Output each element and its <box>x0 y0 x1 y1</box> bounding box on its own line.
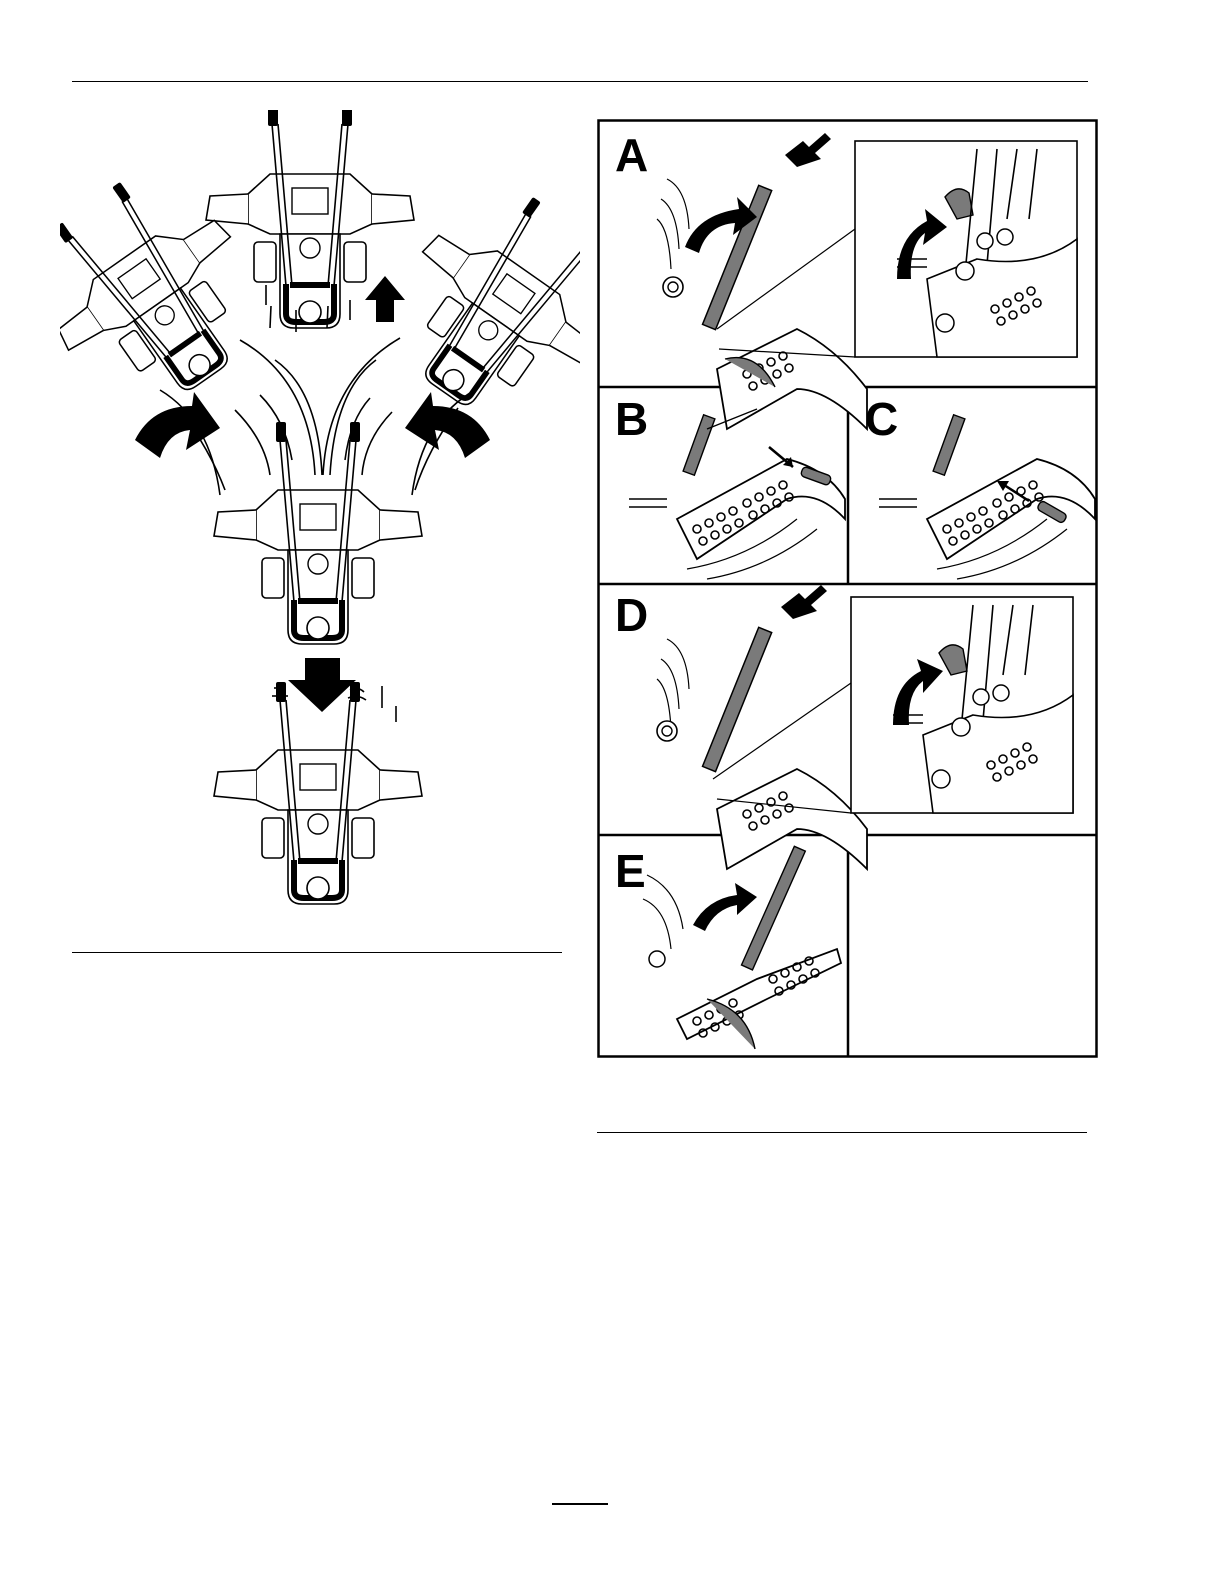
tractor-center-icon <box>214 422 422 644</box>
right-section-rule <box>597 1132 1087 1133</box>
forward-arrow-icon <box>365 276 405 322</box>
tractor-reverse-icon <box>214 682 422 904</box>
header-rule <box>72 81 1088 82</box>
steering-diagram <box>60 110 580 910</box>
panel-a-letter: A <box>615 129 648 181</box>
turn-right-arrow-icon <box>405 392 490 458</box>
panel-e-letter: E <box>615 845 646 897</box>
panel-c-letter: C <box>865 393 898 445</box>
reverse-arrow-icon <box>288 658 356 712</box>
adjustment-procedure-figure: A B <box>597 119 1099 1059</box>
left-section-rule <box>72 952 562 953</box>
panel-d-letter: D <box>615 589 648 641</box>
panel-b-letter: B <box>615 393 648 445</box>
page-number-rule <box>552 1503 608 1505</box>
